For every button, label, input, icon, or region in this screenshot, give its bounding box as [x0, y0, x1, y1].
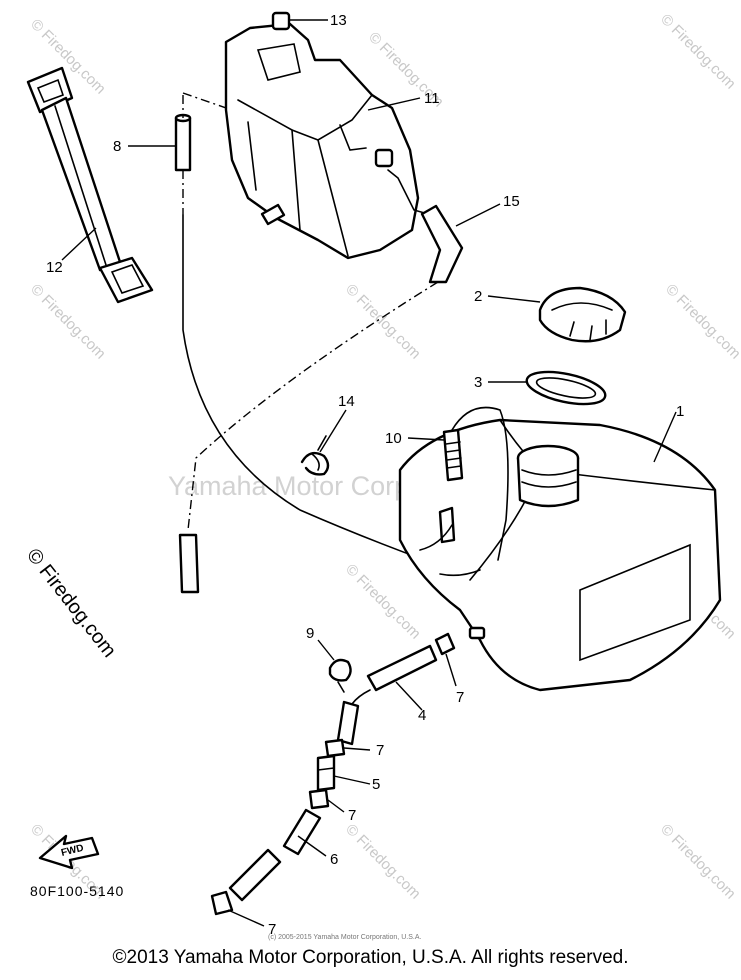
callout-8: 8 [113, 138, 121, 155]
vent-line [187, 281, 439, 531]
fine-print: (c) 2005-2015 Yamaha Motor Corporation, … [268, 934, 421, 941]
callout-14: 14 [338, 393, 355, 410]
watermark-tile: © Firedog.com [342, 561, 424, 643]
callout-5: 5 [372, 776, 380, 793]
part-9-clip [328, 658, 352, 693]
callout-3: 3 [474, 374, 482, 391]
part-12-strap [26, 66, 154, 304]
callout-7: 7 [348, 807, 356, 824]
callout-7: 7 [376, 742, 384, 759]
part-6-hose [228, 808, 322, 902]
callout-1: 1 [676, 403, 684, 420]
watermark-tile: © Firedog.com [657, 11, 739, 93]
part-2-fuel-cap [538, 286, 627, 343]
part-1-fuel-tank [398, 418, 722, 692]
part-10-breather [442, 406, 509, 561]
callout-15: 15 [503, 193, 520, 210]
vent-hose-segment [178, 533, 200, 594]
copyright-footer: ©2013 Yamaha Motor Corporation, U.S.A. A… [112, 947, 629, 968]
callout-11: 11 [424, 90, 440, 107]
watermark-tile: © Firedog.com [27, 281, 109, 363]
part-14-clip [300, 435, 330, 476]
part-15-hose [387, 169, 464, 284]
callout-10: 10 [385, 430, 402, 447]
part-8-hose [174, 113, 192, 172]
watermark-tile: © Firedog.com [342, 281, 424, 363]
fwd-arrow-icon: FWD [38, 834, 100, 870]
callout-7: 7 [456, 689, 464, 706]
side-watermark: © Firedog.com [22, 545, 120, 662]
callout-6: 6 [330, 851, 338, 868]
dash-line-top [182, 92, 233, 111]
part-11-reservoir [224, 22, 420, 260]
callout-2: 2 [474, 288, 482, 305]
callouts: 13 11 8 12 15 2 3 14 10 1 9 7 4 [46, 12, 684, 938]
part-13-cap [271, 11, 291, 31]
part-5-fuel-filter [316, 754, 336, 792]
diagram-code: 80F100-5140 [30, 883, 124, 899]
part-4-fuel-hose [336, 644, 438, 746]
part-3-gasket [525, 370, 607, 406]
callout-4: 4 [418, 707, 426, 724]
callout-9: 9 [306, 625, 314, 642]
fwd-label: FWD [60, 843, 85, 859]
callout-7: 7 [268, 921, 276, 938]
callout-13: 13 [330, 12, 347, 29]
callout-12: 12 [46, 259, 63, 276]
watermark-tile: © Firedog.com [662, 281, 741, 363]
watermark-tile: © Firedog.com [342, 821, 424, 903]
watermark-tile: © Firedog.com [657, 821, 739, 903]
